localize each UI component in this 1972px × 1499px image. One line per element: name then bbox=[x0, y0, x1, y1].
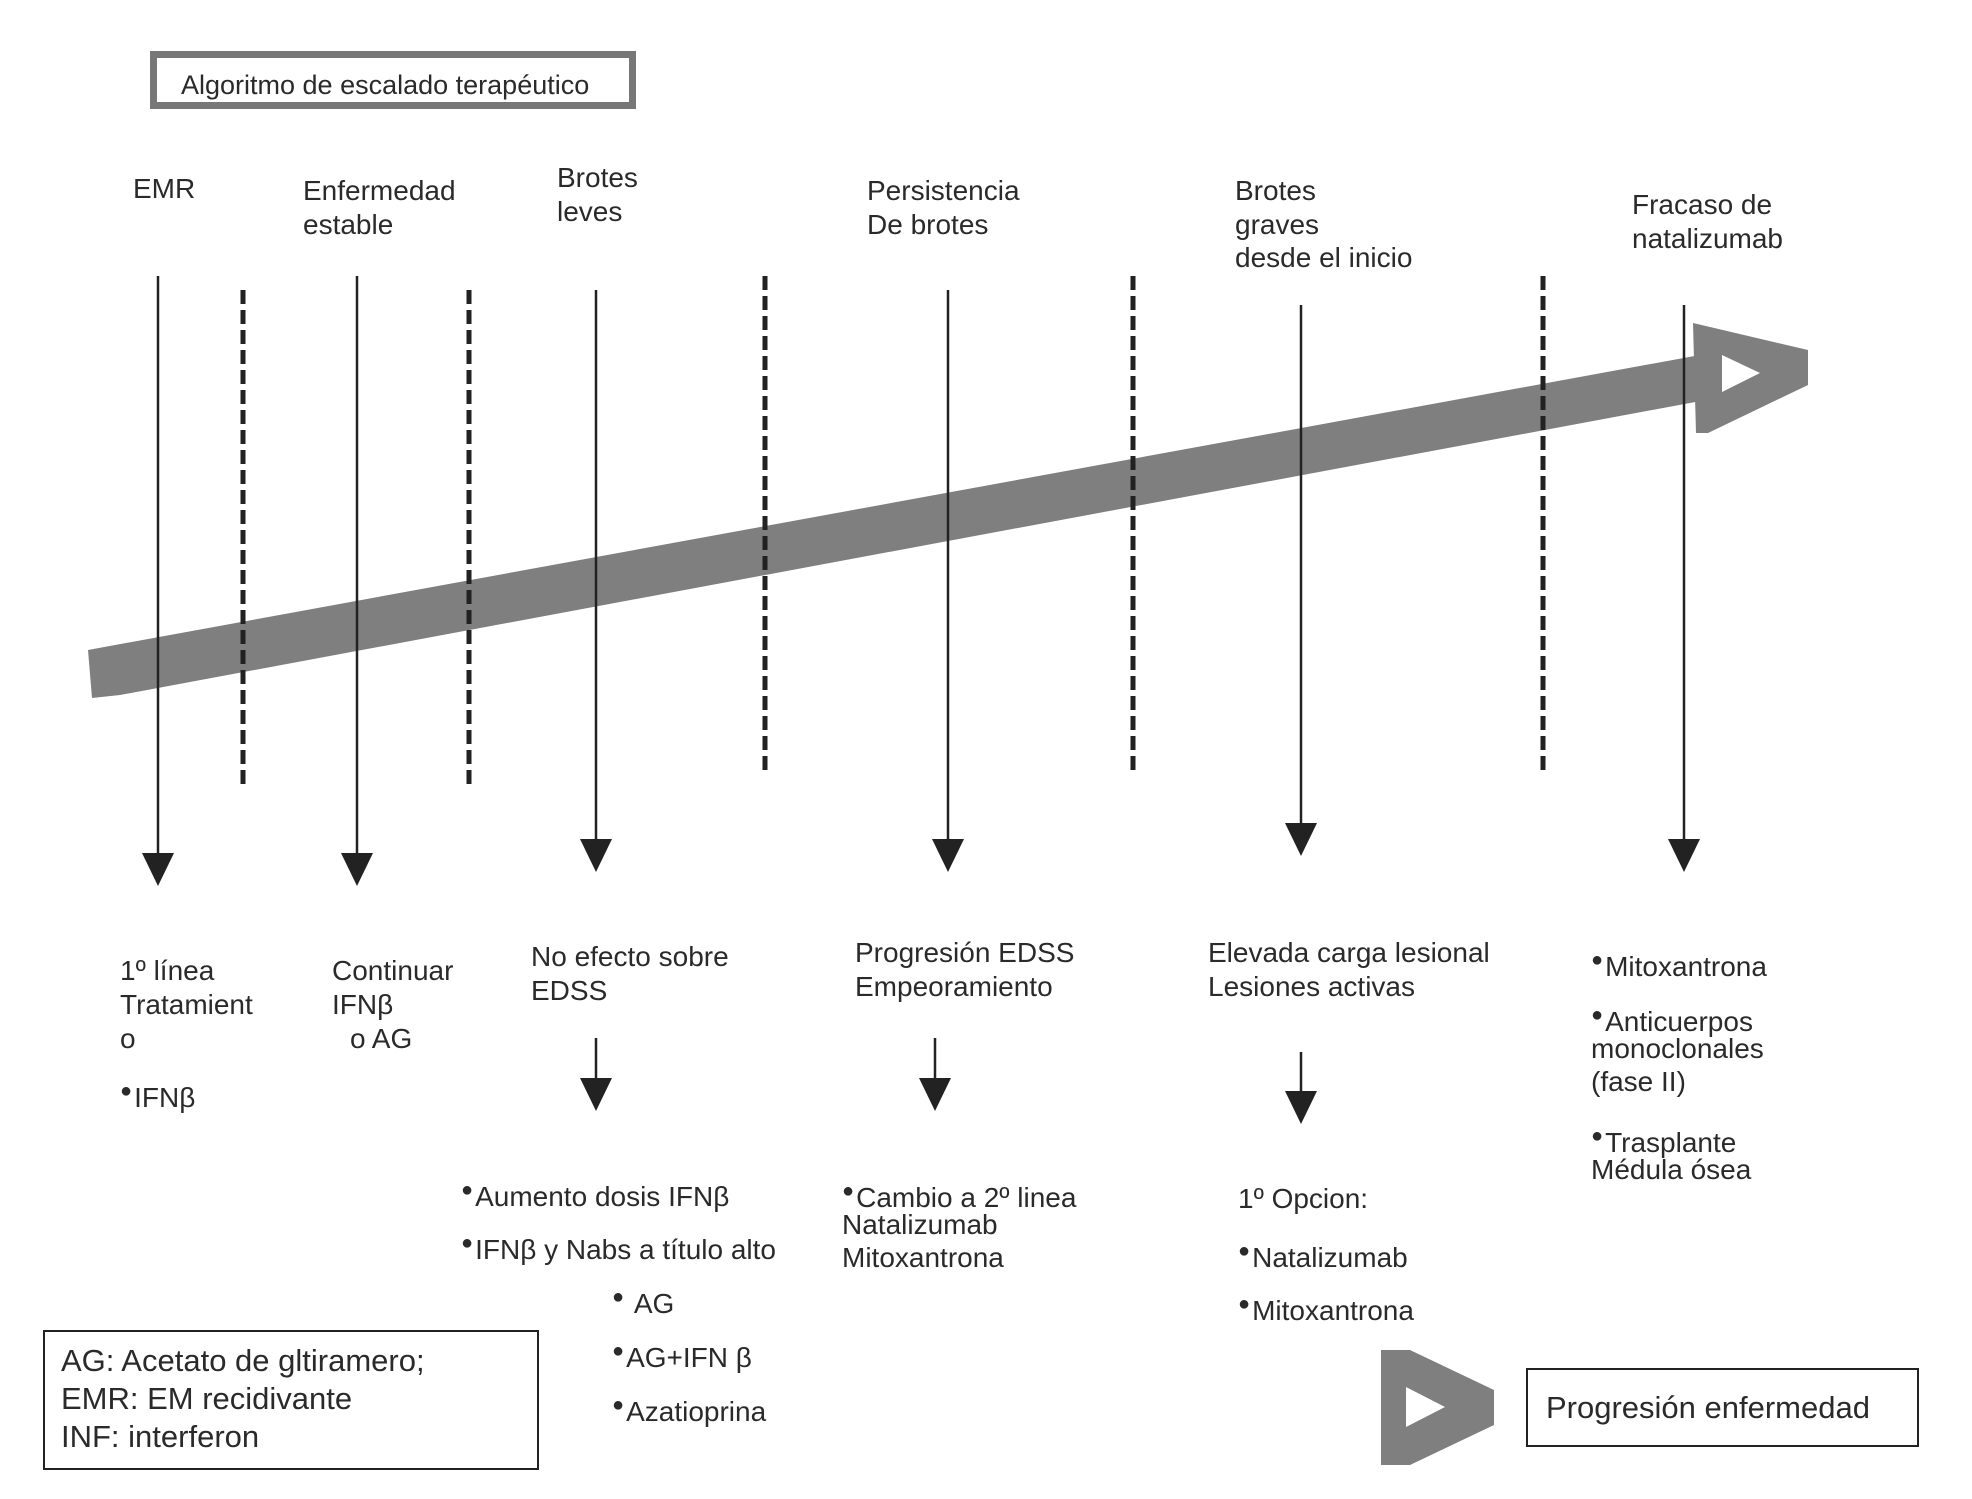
estable-result-line1: Continuar bbox=[332, 955, 454, 986]
estable-result-line3: o AG bbox=[350, 1023, 413, 1054]
column-separators bbox=[240, 276, 1546, 790]
emr-result-line3: o bbox=[120, 1023, 136, 1054]
leves-option-5: ●Azatioprina bbox=[612, 1394, 767, 1427]
leves-result-line1: No efecto sobre bbox=[531, 941, 729, 972]
arrow-head-2 bbox=[341, 853, 373, 886]
bullet-icon: ● bbox=[612, 1394, 625, 1416]
header-persistencia-line2: De brotes bbox=[867, 209, 989, 240]
column-arrows bbox=[142, 276, 1700, 886]
header-brotes-leves-line1: Brotes bbox=[557, 162, 638, 193]
bullet-icon: ● bbox=[612, 1286, 625, 1308]
progression-arrow-head bbox=[1693, 323, 1808, 433]
bullet-icon: ● bbox=[120, 1080, 133, 1102]
bullet-icon: ● bbox=[461, 1232, 474, 1254]
diagram-title: Algoritmo de escalado terapéutico bbox=[181, 70, 590, 100]
fracaso-result-2-line3: (fase II) bbox=[1591, 1066, 1686, 1097]
header-enfermedad-line1: Enfermedad bbox=[303, 175, 456, 206]
header-brotes-graves-line1: Brotes bbox=[1235, 175, 1316, 206]
legend-line-3: INF: interferon bbox=[61, 1419, 260, 1454]
arrow-head-4b bbox=[919, 1078, 951, 1111]
arrow-head-4 bbox=[932, 839, 964, 872]
arrow-head-3b bbox=[580, 1078, 612, 1111]
arrow-head-6 bbox=[1668, 839, 1700, 872]
fracaso-result-3-line2: Médula ósea bbox=[1591, 1154, 1752, 1185]
header-emr: EMR bbox=[133, 173, 196, 204]
emr-result-line2: Tratamient bbox=[120, 989, 253, 1020]
header-enfermedad-line2: estable bbox=[303, 209, 394, 240]
graves-result-line1: Elevada carga lesional bbox=[1208, 937, 1490, 968]
fracaso-result-2-line2: monoclonales bbox=[1591, 1033, 1764, 1064]
graves-result-line2: Lesiones activas bbox=[1208, 971, 1416, 1002]
bullet-icon: ● bbox=[1238, 1293, 1251, 1315]
leves-option-1: ●Aumento dosis IFNβ bbox=[461, 1179, 730, 1212]
bullet-icon: ● bbox=[842, 1180, 855, 1202]
fracaso-result-3: ●Trasplante bbox=[1591, 1125, 1737, 1158]
header-brotes-leves-line2: leves bbox=[557, 196, 623, 227]
leves-option-3: ● AG bbox=[612, 1286, 675, 1319]
legend-line-2: EMR: EM recidivante bbox=[61, 1381, 353, 1416]
abbreviations-legend: AG: Acetato de gltiramero; EMR: EM recid… bbox=[43, 1330, 539, 1470]
leves-result-line2: EDSS bbox=[531, 975, 608, 1006]
emr-bullet-item: ●IFNβ bbox=[120, 1080, 196, 1113]
progression-legend-label: Progresión enfermedad bbox=[1546, 1390, 1870, 1425]
progression-legend-box: Progresión enfermedad bbox=[1526, 1368, 1919, 1447]
persistencia-option-2: Natalizumab bbox=[842, 1209, 998, 1240]
persistencia-result-line1: Progresión EDSS bbox=[855, 937, 1075, 968]
persistencia-option-1: ●Cambio a 2º linea bbox=[842, 1180, 1077, 1213]
header-brotes-graves-line2: graves bbox=[1235, 209, 1320, 240]
arrow-head-5b bbox=[1285, 1091, 1317, 1124]
fracaso-result-1: ●Mitoxantrona bbox=[1591, 949, 1767, 982]
bullet-icon: ● bbox=[1238, 1240, 1251, 1262]
arrow-head-5 bbox=[1285, 823, 1317, 856]
persistencia-option-3: Mitoxantrona bbox=[842, 1242, 1004, 1273]
graves-option-1: ●Natalizumab bbox=[1238, 1240, 1408, 1273]
title-box: Algoritmo de escalado terapéutico bbox=[150, 51, 636, 109]
bullet-icon: ● bbox=[612, 1340, 625, 1362]
arrow-head-3 bbox=[580, 839, 612, 872]
bullet-icon: ● bbox=[461, 1179, 474, 1201]
leves-option-4: ●AG+IFN β bbox=[612, 1340, 752, 1373]
progression-legend-arrow-notch bbox=[1406, 1387, 1445, 1427]
bullet-icon: ● bbox=[1591, 949, 1604, 971]
bullet-icon: ● bbox=[1591, 1004, 1604, 1026]
secondary-arrows bbox=[580, 1038, 1317, 1124]
persistencia-result-line2: Empeoramiento bbox=[855, 971, 1053, 1002]
estable-result-line2: IFNβ bbox=[332, 989, 394, 1020]
graves-option-2: ●Mitoxantrona bbox=[1238, 1293, 1414, 1326]
progression-arrow bbox=[88, 355, 1706, 698]
legend-line-1: AG: Acetato de gltiramero; bbox=[61, 1343, 425, 1378]
leves-option-2: ●IFNβ y Nabs a título alto bbox=[461, 1232, 776, 1265]
header-fracaso-line1: Fracaso de bbox=[1632, 189, 1773, 220]
fracaso-result-2: ●Anticuerpos bbox=[1591, 1004, 1753, 1037]
emr-result-line1: 1º línea bbox=[120, 955, 215, 986]
header-brotes-graves-line3: desde el inicio bbox=[1235, 242, 1413, 273]
progression-arrow-head-notch bbox=[1722, 355, 1760, 392]
header-fracaso-line2: natalizumab bbox=[1632, 223, 1783, 254]
header-persistencia-line1: Persistencia bbox=[867, 175, 1020, 206]
bullet-icon: ● bbox=[1591, 1125, 1604, 1147]
arrow-head-1 bbox=[142, 853, 174, 886]
graves-options-title: 1º Opcion: bbox=[1238, 1183, 1369, 1214]
